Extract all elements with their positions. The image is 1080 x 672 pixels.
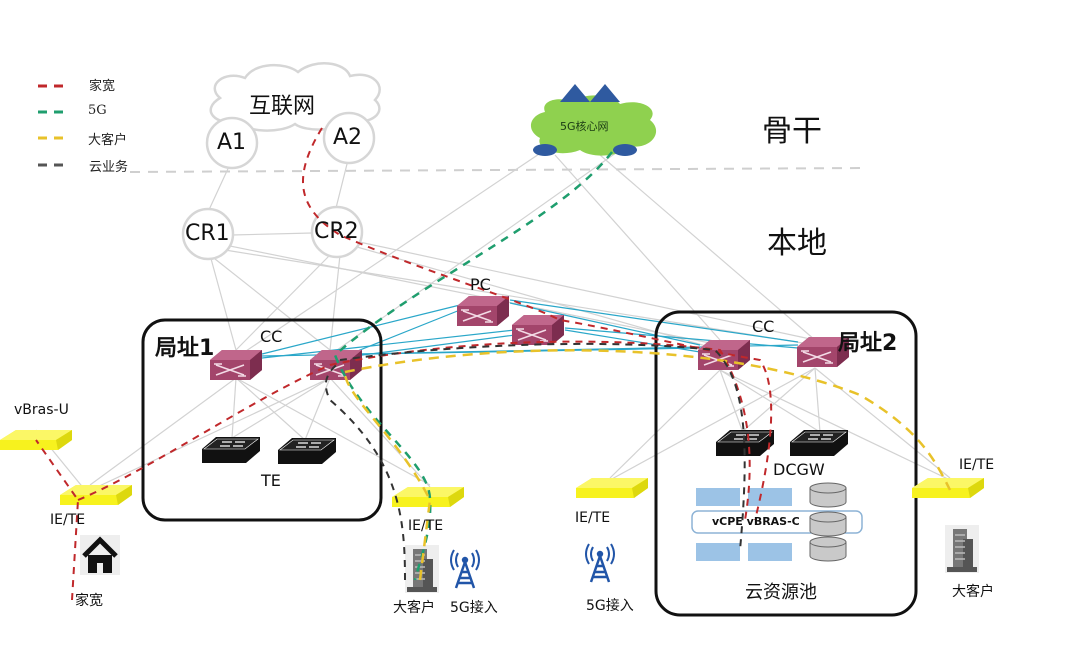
5g-tower-icon xyxy=(584,542,616,584)
home-icon xyxy=(80,535,120,575)
site2-cc-label: CC xyxy=(752,317,775,336)
5g-core-label: 5G核心网 xyxy=(560,120,609,133)
dcgw-label: DCGW xyxy=(773,460,825,479)
legend-swatches xyxy=(38,84,70,167)
site2-label: 局址2 xyxy=(838,331,898,356)
enterprise-path xyxy=(343,349,952,581)
cc1b-router[interactable] xyxy=(309,349,363,381)
home-broadband-path xyxy=(35,127,773,601)
cloud-resource-pool xyxy=(691,482,863,562)
cr2-label: CR2 xyxy=(314,219,359,244)
cloud-pool-label: 云资源池 xyxy=(745,582,817,603)
a2-node[interactable] xyxy=(322,111,376,165)
enterprise-building-icon xyxy=(944,524,980,574)
5g-core-antenna-icon xyxy=(560,84,590,102)
dcgw2-switch[interactable] xyxy=(789,429,849,457)
ie-te-2-switch[interactable] xyxy=(392,487,464,507)
cc1a-router[interactable] xyxy=(209,349,263,381)
pc1-router[interactable] xyxy=(456,295,510,327)
te2-switch[interactable] xyxy=(277,437,337,465)
5g-core-antenna-icon xyxy=(590,84,620,102)
legend-label-cloud: 云业务 xyxy=(89,160,129,175)
ie-te-2-label: IE/TE xyxy=(408,518,444,534)
ie-te-3-switch[interactable] xyxy=(576,478,648,498)
pc-label: PC xyxy=(470,275,491,294)
zone-backbone-label: 骨干 xyxy=(762,114,822,149)
5g-access-1-label: 5G接入 xyxy=(450,600,498,616)
site2-box xyxy=(654,310,918,617)
backbone-local-divider xyxy=(129,167,866,173)
pc2-router[interactable] xyxy=(511,314,565,346)
ie-te-4-label: IE/TE xyxy=(959,457,995,473)
cc2a-router[interactable] xyxy=(697,339,751,371)
5g-access-2-label: 5G接入 xyxy=(586,598,634,614)
legend-label-home: 家宽 xyxy=(89,79,116,94)
enterprise-2-label: 大客户 xyxy=(952,584,994,600)
a1-node[interactable] xyxy=(205,116,259,170)
site1-te-label: TE xyxy=(261,471,281,490)
a2-label: A2 xyxy=(333,125,363,150)
internet-label: 互联网 xyxy=(249,94,316,119)
home-label: 家宽 xyxy=(75,593,103,609)
vbras-u-label: vBras-U xyxy=(14,402,69,418)
ie-te-1-label: IE/TE xyxy=(50,512,86,528)
cr1-label: CR1 xyxy=(185,221,230,246)
cr1-node[interactable] xyxy=(181,207,235,261)
zone-local-label: 本地 xyxy=(767,226,827,261)
ie-te-1-switch[interactable] xyxy=(60,485,132,505)
vcpe-vbras-label: vCPE vBRAS-C xyxy=(712,515,800,528)
enterprise-1-label: 大客户 xyxy=(393,600,435,616)
site1-cc-label: CC xyxy=(260,327,283,346)
5g-core-router-icon xyxy=(533,144,557,156)
site1-label: 局址1 xyxy=(155,336,215,361)
site1-box xyxy=(141,318,383,522)
5g-tower-icon xyxy=(449,548,481,590)
5g-core-cloud xyxy=(530,84,657,156)
te1-switch[interactable] xyxy=(201,436,261,464)
cloud-service-path xyxy=(324,342,746,581)
5g-core-router-icon xyxy=(613,144,637,156)
a1-label: A1 xyxy=(217,130,247,155)
ie-te-3-label: IE/TE xyxy=(575,510,611,526)
legend-label-5g: 5G xyxy=(88,103,107,118)
5g-path xyxy=(333,151,613,581)
legend-label-enterprise: 大客户 xyxy=(88,133,128,148)
